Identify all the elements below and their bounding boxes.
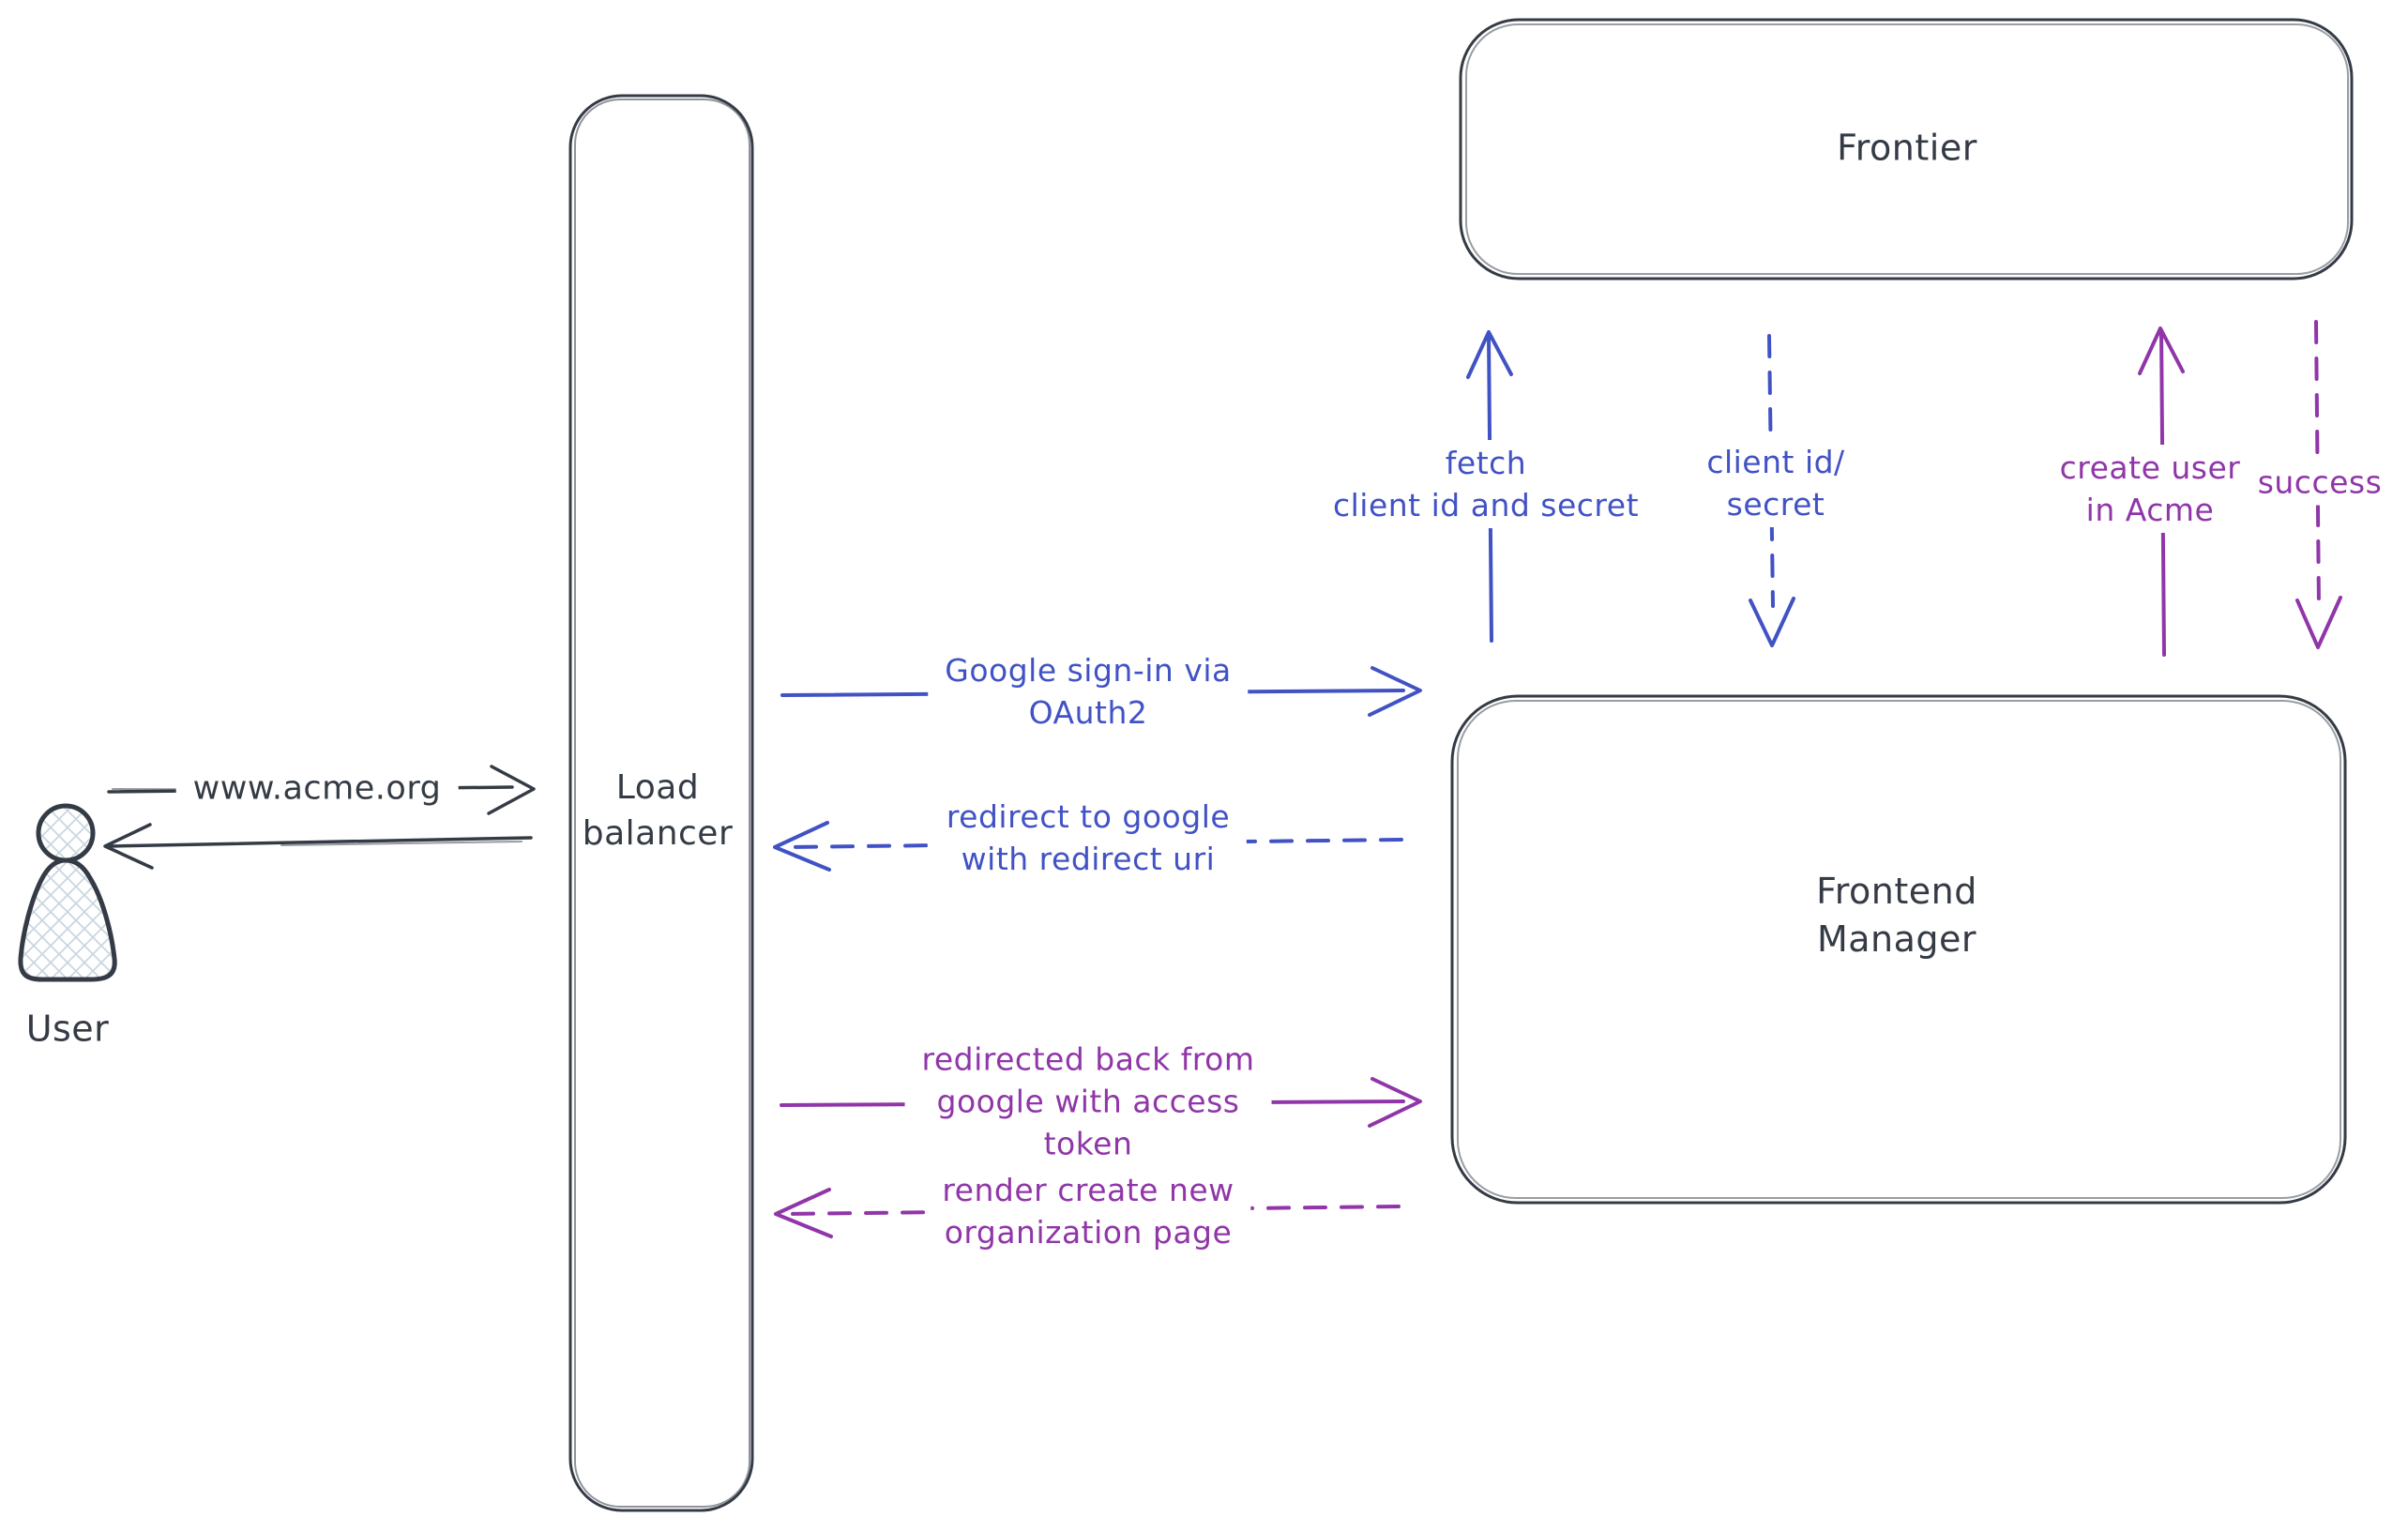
frontier-label: Frontier — [1837, 125, 1977, 173]
user-body — [18, 857, 117, 982]
load-balancer-outline — [568, 94, 754, 1512]
user-label-text: User — [25, 1008, 110, 1050]
edge-label-render-page-line1: render create new — [942, 1172, 1234, 1208]
load-balancer-label-line1: Load — [615, 768, 700, 807]
edge-label-create-user-line2: in Acme — [2085, 492, 2215, 528]
edge-label-redirected-back-line2: google with access — [936, 1083, 1240, 1120]
frontend-manager-outline-echo — [1457, 700, 2341, 1199]
edge-label-client-id-line2: secret — [1726, 486, 1825, 523]
edge-fetch-arrowhead — [1466, 330, 1513, 379]
edge-label-create-user: create user in Acme — [2042, 445, 2258, 533]
user-icon — [18, 803, 117, 982]
edge-label-redirect-line1: redirect to google — [946, 798, 1231, 835]
edge-label-success-line1: success — [2257, 463, 2383, 501]
frontend-manager-outline — [1450, 694, 2347, 1205]
edge-label-create-user-line1: create user — [2059, 449, 2241, 486]
edge-client-id-line — [1767, 334, 1775, 608]
edge-label-google-signin-line2: OAuth2 — [1028, 694, 1148, 731]
edge-label-render-page: render create new organization page — [925, 1167, 1251, 1255]
frontier-label-text: Frontier — [1837, 127, 1977, 169]
user-head — [36, 803, 96, 863]
edge-label-redirect: redirect to google with redirect uri — [929, 794, 1248, 882]
edge-render-page-arrowhead — [774, 1188, 833, 1238]
edge-label-fetch-line2: client id and secret — [1332, 487, 1640, 523]
edge-label-redirected-back: redirected back from google with access … — [904, 1036, 1272, 1167]
frontend-manager-label-line1: Frontend — [1816, 871, 1977, 912]
load-balancer-label-line2: balancer — [582, 814, 734, 853]
edge-lb-response-line — [107, 836, 533, 848]
edge-label-www-acme-line1: www.acme.org — [192, 769, 442, 808]
edge-lb-response-line-echo — [280, 841, 522, 846]
frontend-manager-shape — [1450, 694, 2347, 1205]
edge-success-arrowhead — [2295, 596, 2342, 649]
edge-label-redirect-line2: with redirect uri — [961, 841, 1216, 877]
edge-label-client-id-line1: client id/ — [1706, 444, 1845, 480]
edge-client-id-arrowhead — [1749, 597, 1795, 647]
edge-label-fetch-line1: fetch — [1445, 445, 1527, 481]
load-balancer-label: Load balancer — [583, 765, 734, 857]
edge-redirected-back-arrowhead — [1368, 1077, 1422, 1128]
edge-label-success: success — [2249, 459, 2390, 506]
edge-create-user-arrowhead — [2138, 326, 2185, 375]
edge-success-arrow — [2295, 320, 2342, 649]
frontend-manager-label-line2: Manager — [1816, 918, 1977, 960]
load-balancer-shape — [568, 94, 754, 1512]
frontier-outline — [1459, 18, 2354, 281]
frontier-outline-echo — [1465, 23, 2349, 275]
edge-label-redirected-back-line1: redirected back from — [921, 1040, 1255, 1078]
frontier-shape — [1459, 18, 2354, 281]
edge-label-client-id: client id/ secret — [1689, 439, 1862, 527]
load-balancer-outline-echo — [574, 99, 750, 1508]
edge-success-line — [2314, 320, 2321, 610]
edge-label-google-signin-line1: Google sign-in via — [945, 652, 1232, 689]
edge-lb-response-arrowhead — [103, 823, 154, 870]
user-label: User — [26, 1006, 110, 1054]
edge-user-request-arrowhead — [487, 765, 536, 815]
edge-redirect-arrowhead — [773, 821, 831, 872]
edge-label-google-signin: Google sign-in via OAuth2 — [928, 647, 1249, 736]
edge-label-redirected-back-line3: token — [1043, 1125, 1133, 1162]
edge-label-fetch: fetch client id and secret — [1315, 440, 1657, 528]
edge-lb-response-arrow — [103, 823, 533, 870]
edge-label-www-acme: www.acme.org — [175, 766, 459, 812]
edge-client-id-arrow — [1749, 334, 1795, 647]
edge-label-render-page-line2: organization page — [944, 1214, 1233, 1251]
edge-google-signin-arrowhead — [1368, 666, 1422, 717]
frontend-manager-label: Frontend Manager — [1816, 868, 1977, 963]
